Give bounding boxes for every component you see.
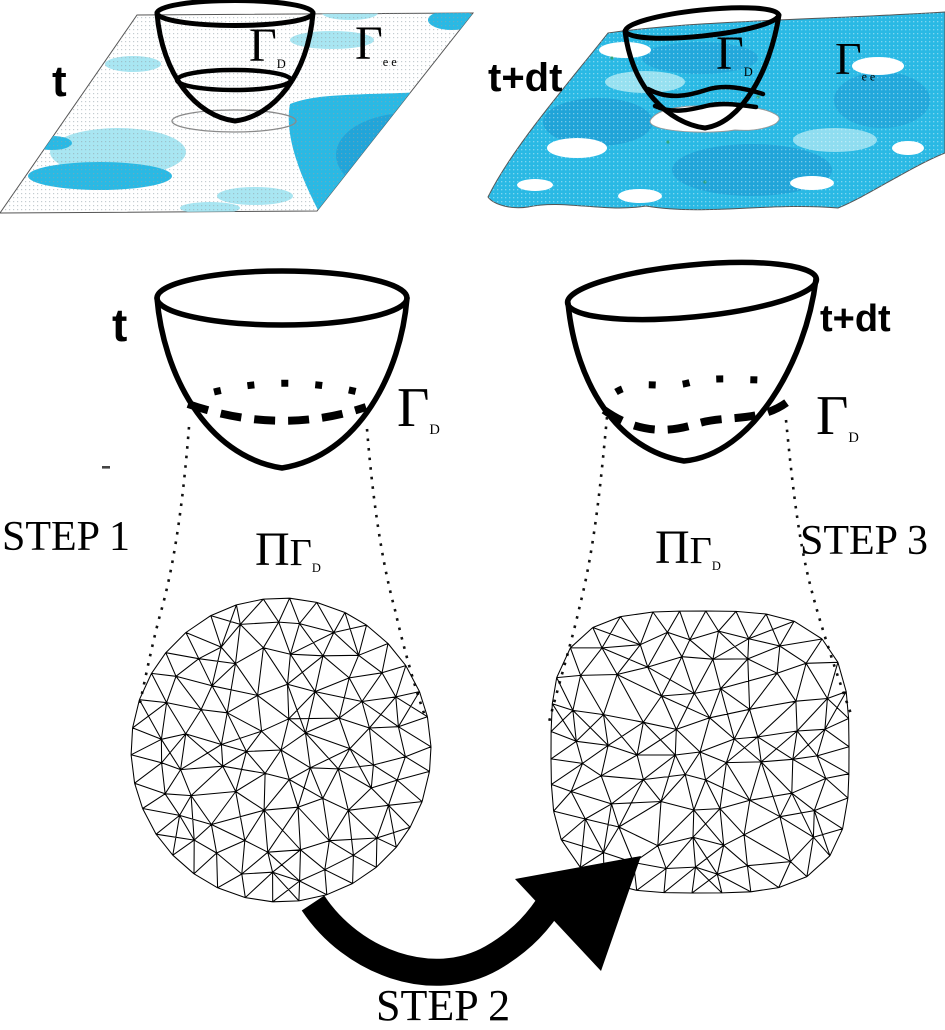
- projection-label-right: ΠΓD: [655, 521, 721, 574]
- gamma-curve-small-t-dt: [645, 84, 766, 99]
- gamma-d-back-dotted-t: [213, 379, 363, 397]
- bowl-rim-small-t: [154, 0, 316, 28]
- gamma-subscript: ee: [861, 69, 879, 84]
- weather-plane-t: [0, 0, 475, 214]
- gamma-symbol: Γ: [355, 17, 383, 70]
- gamma-symbol: Γ: [397, 377, 430, 439]
- gamma-ee-label-top-left-plane: Γee: [355, 17, 400, 70]
- gamma-symbol: Γ: [716, 27, 744, 80]
- gamma-symbol: Γ: [689, 530, 712, 572]
- gamma-subscript: D: [276, 56, 286, 71]
- bowl-rim-large-t-dt: [564, 259, 820, 323]
- projection-funnel-left-b: [365, 428, 427, 717]
- gamma-symbol: Γ: [816, 385, 849, 447]
- gamma-curve-small-lower: [652, 101, 759, 113]
- pi-symbol: Π: [255, 523, 290, 576]
- triangulated-mesh-left: [130, 597, 432, 903]
- gamma-subscript: D: [848, 430, 859, 446]
- gamma-symbol: Γ: [249, 19, 277, 72]
- weather-plane-t-dt: [487, 5, 945, 211]
- gamma-symbol: Γ: [835, 33, 862, 84]
- projection-funnel-left-a: [138, 426, 191, 704]
- gamma-subscript: D: [311, 560, 321, 575]
- bowl-surface-small-t: [154, 0, 316, 124]
- triangulated-mesh-right: [550, 610, 850, 894]
- gamma-d-label-top-right-bowl: ΓD: [716, 27, 753, 80]
- step-2-label: STEP 2: [376, 981, 511, 1030]
- gamma-subscript: D: [743, 64, 753, 79]
- step-1-label: STEP 1: [2, 514, 130, 560]
- gamma-curve-small-t: [174, 67, 294, 93]
- time-label-top-right: t+dt: [488, 56, 563, 100]
- gamma-d-front-dashed-t: [186, 400, 368, 425]
- gamma-symbol: Γ: [289, 532, 312, 574]
- projection-funnel-right-b: [784, 419, 853, 715]
- gamma-d-back-dotted-t-dt: [614, 375, 764, 396]
- bowl-rim-large-t: [154, 268, 410, 328]
- bowl-contact-shadow-t: [171, 109, 297, 133]
- gamma-subscript: ee: [382, 54, 400, 69]
- time-label-mid-right: t+dt: [820, 298, 891, 340]
- bowl-large-t: [154, 268, 410, 471]
- gamma-subscript: D: [711, 558, 721, 573]
- step2-arrowhead: [515, 856, 641, 971]
- gamma-d-label-mid-left: ΓD: [397, 380, 440, 438]
- bowl-large-t-dt: [564, 259, 820, 464]
- time-label-top-left: t: [52, 57, 67, 106]
- bowl-rim-small-t-dt: [622, 5, 782, 41]
- gamma-ee-label-top-right-plane: Γee: [835, 36, 878, 84]
- step2-arrow: [301, 856, 641, 986]
- time-label-mid-left: t: [112, 299, 128, 351]
- pi-symbol: Π: [655, 521, 690, 574]
- gamma-d-label-mid-right: ΓD: [816, 388, 859, 446]
- gamma-d-label-top-left-bowl: ΓD: [249, 19, 286, 72]
- projection-label-left: ΠΓD: [255, 523, 321, 576]
- stray-mark: [102, 466, 110, 469]
- gamma-subscript: D: [429, 422, 440, 438]
- bowl-surface-small-t-dt: [622, 5, 782, 131]
- step-3-label: STEP 3: [800, 518, 928, 564]
